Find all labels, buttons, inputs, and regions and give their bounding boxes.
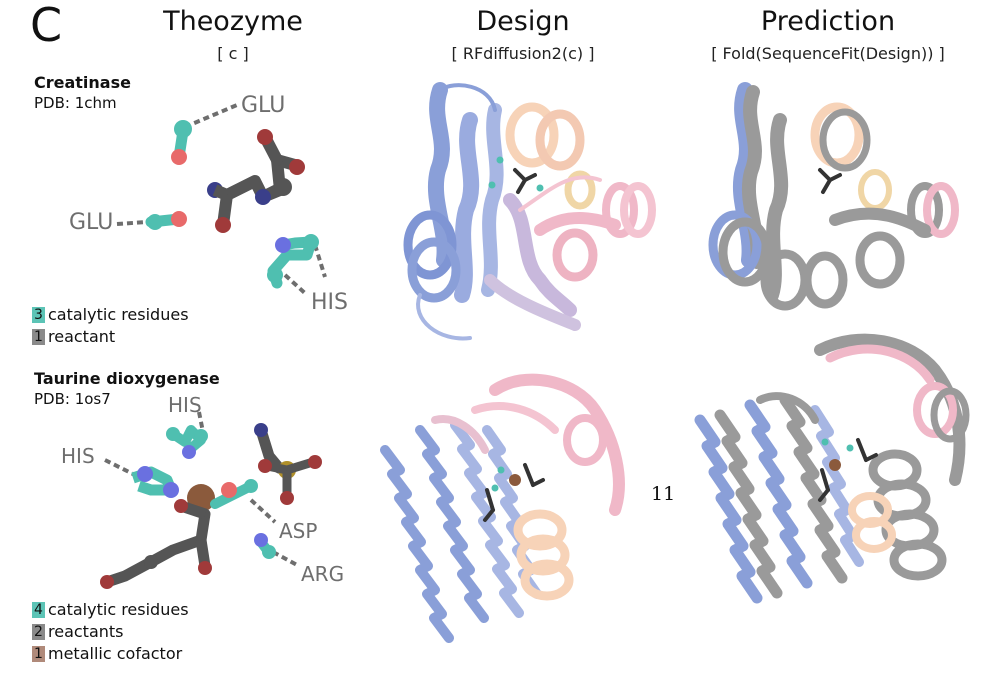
atom-reactant (274, 178, 292, 196)
hbond-line (116, 220, 148, 226)
legend-count: 1 (32, 329, 45, 345)
prediction-structure-taurine-dioxygenase (694, 333, 970, 604)
column-title-prediction: Prediction (760, 6, 896, 37)
atom-oxygen (171, 211, 187, 227)
atom-oxygen (257, 129, 273, 145)
residue-label: GLU (69, 210, 113, 235)
column-subtitle-prediction: [ Fold(SequenceFit(Design)) ] (711, 44, 945, 63)
atom-nitrogen (182, 445, 196, 459)
hbond-line (283, 273, 309, 297)
column-title-design: Design (476, 6, 570, 37)
atom-oxygen (171, 149, 187, 165)
atom-oxygen (289, 159, 305, 175)
design-structure-taurine-dioxygenase (380, 373, 625, 643)
legend-label: reactant (48, 327, 116, 346)
legend-label: reactants (48, 622, 124, 641)
page-number: 11 (651, 483, 676, 505)
legend-label: catalytic residues (48, 600, 189, 619)
hbond-line (313, 244, 327, 278)
atom-catalytic (147, 214, 163, 230)
residue-label: ARG (301, 562, 344, 586)
atom-oxygen (258, 459, 272, 473)
legend-label: catalytic residues (48, 305, 189, 324)
panel-letter: C (30, 0, 63, 52)
legend-row: 2 reactants (32, 624, 124, 640)
legend-count: 3 (32, 307, 45, 323)
theozyme-creatinase: GLU GLU HIS (69, 93, 348, 315)
legend-count: 1 (32, 646, 45, 662)
atom-oxygen (280, 491, 294, 505)
legend-row: 4 catalytic residues (32, 602, 189, 618)
atom-nitrogen (254, 533, 268, 547)
prediction-structure-creatinase (708, 82, 959, 311)
example-title-taurine-dioxygenase: Taurine dioxygenase (34, 369, 220, 388)
example-pdb-taurine-dioxygenase: PDB: 1os7 (34, 390, 111, 408)
legend-count: 4 (32, 602, 45, 618)
theozyme-taurine-dioxygenase: HIS HIS ASP ARG (61, 393, 344, 589)
atom-oxygen (215, 217, 231, 233)
atom-nitrogen (137, 466, 153, 482)
atom-nitrogen (163, 482, 179, 498)
design-structure-creatinase (403, 82, 656, 341)
atom-catalytic (267, 267, 283, 283)
column-subtitle-design: [ RFdiffusion2(c) ] (451, 44, 595, 63)
legend-label: metallic cofactor (48, 644, 183, 663)
atom-catalytic (303, 234, 319, 250)
legend-row: 1 reactant (32, 329, 115, 345)
residue-label: HIS (168, 393, 202, 417)
atom-oxygen (308, 455, 322, 469)
residue-label: ASP (279, 519, 317, 543)
legend-row: 1 metallic cofactor (32, 646, 182, 662)
atom-nitrogen (254, 423, 268, 437)
residue-label: GLU (241, 93, 285, 118)
hbond-line (184, 103, 238, 129)
legend-count: 2 (32, 624, 45, 640)
example-title-creatinase: Creatinase (34, 73, 131, 92)
atom-nitrogen (255, 189, 271, 205)
residue-label: HIS (311, 290, 348, 315)
residue-label: HIS (61, 444, 95, 468)
legend-row: 3 catalytic residues (32, 307, 189, 323)
column-subtitle-theozyme: [ c ] (217, 44, 249, 63)
atom-nitrogen (275, 237, 291, 253)
column-title-theozyme: Theozyme (163, 6, 303, 37)
example-pdb-creatinase: PDB: 1chm (34, 94, 117, 112)
atom-oxygen (221, 482, 237, 498)
atom-catalytic (174, 120, 192, 138)
